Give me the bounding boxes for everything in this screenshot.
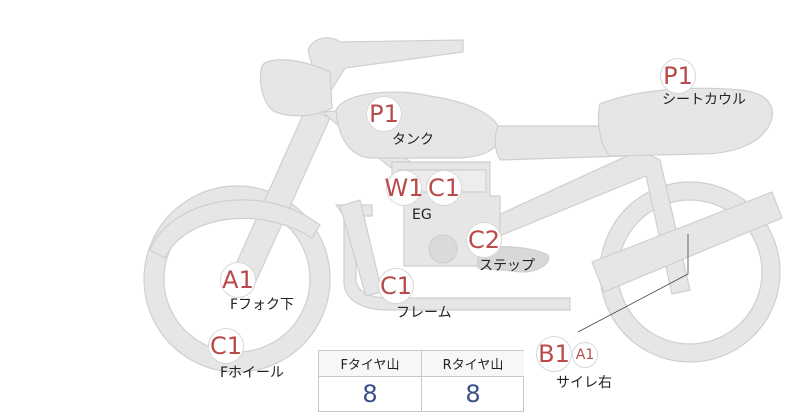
rear-tire-value: 8: [465, 380, 481, 408]
handlebar-shape: [307, 37, 464, 93]
front-tire-header: Fタイヤ山: [319, 351, 421, 377]
frame-marker[interactable]: C1: [378, 268, 414, 304]
fork-lower-code: A1: [222, 266, 254, 294]
front-wheel-code: C1: [209, 332, 243, 360]
rear-tire-header: Rタイヤ山: [422, 351, 524, 377]
tire-tread-table: Fタイヤ山 Rタイヤ山 8 8: [318, 350, 524, 412]
tank-code: P1: [369, 100, 399, 128]
muffler-marker-1[interactable]: B1: [536, 336, 572, 372]
front-tire-value: 8: [362, 380, 378, 408]
step-label: ステップ: [479, 258, 535, 274]
table-divider: [421, 351, 422, 411]
seat-cowl-code: P1: [663, 62, 693, 90]
seat-cowl-marker[interactable]: P1: [660, 58, 696, 94]
fuel-tank-shape: [335, 91, 501, 159]
fork-lower-marker[interactable]: A1: [220, 262, 256, 298]
engine-marker-2[interactable]: C1: [426, 170, 462, 206]
engine-label: EG: [412, 207, 432, 223]
frame-label: フレーム: [396, 305, 452, 321]
front-wheel-marker[interactable]: C1: [208, 328, 244, 364]
frame-code: C1: [379, 272, 413, 300]
engine-code-2: C1: [427, 174, 461, 202]
engine-marker-1[interactable]: W1: [384, 170, 424, 206]
seat-cowl-label: シートカウル: [662, 92, 746, 108]
muffler-shape: [591, 191, 783, 293]
front-wheel-label: Fホイール: [220, 365, 285, 381]
muffler-code-2: A1: [575, 347, 595, 363]
muffler-marker-2[interactable]: A1: [572, 342, 598, 368]
tank-marker[interactable]: P1: [366, 96, 402, 132]
engine-code-1: W1: [384, 174, 424, 202]
front-fender-shape: [149, 199, 321, 259]
fork-lower-label: Fフォク下: [230, 297, 295, 313]
engine-cover-shape: [428, 234, 458, 264]
headlight-shape: [259, 59, 333, 117]
muffler-code-1: B1: [538, 340, 570, 368]
muffler-label: サイレ右: [556, 375, 612, 391]
step-code: C2: [467, 226, 501, 254]
tank-label: タンク: [392, 132, 434, 148]
step-marker[interactable]: C2: [466, 222, 502, 258]
